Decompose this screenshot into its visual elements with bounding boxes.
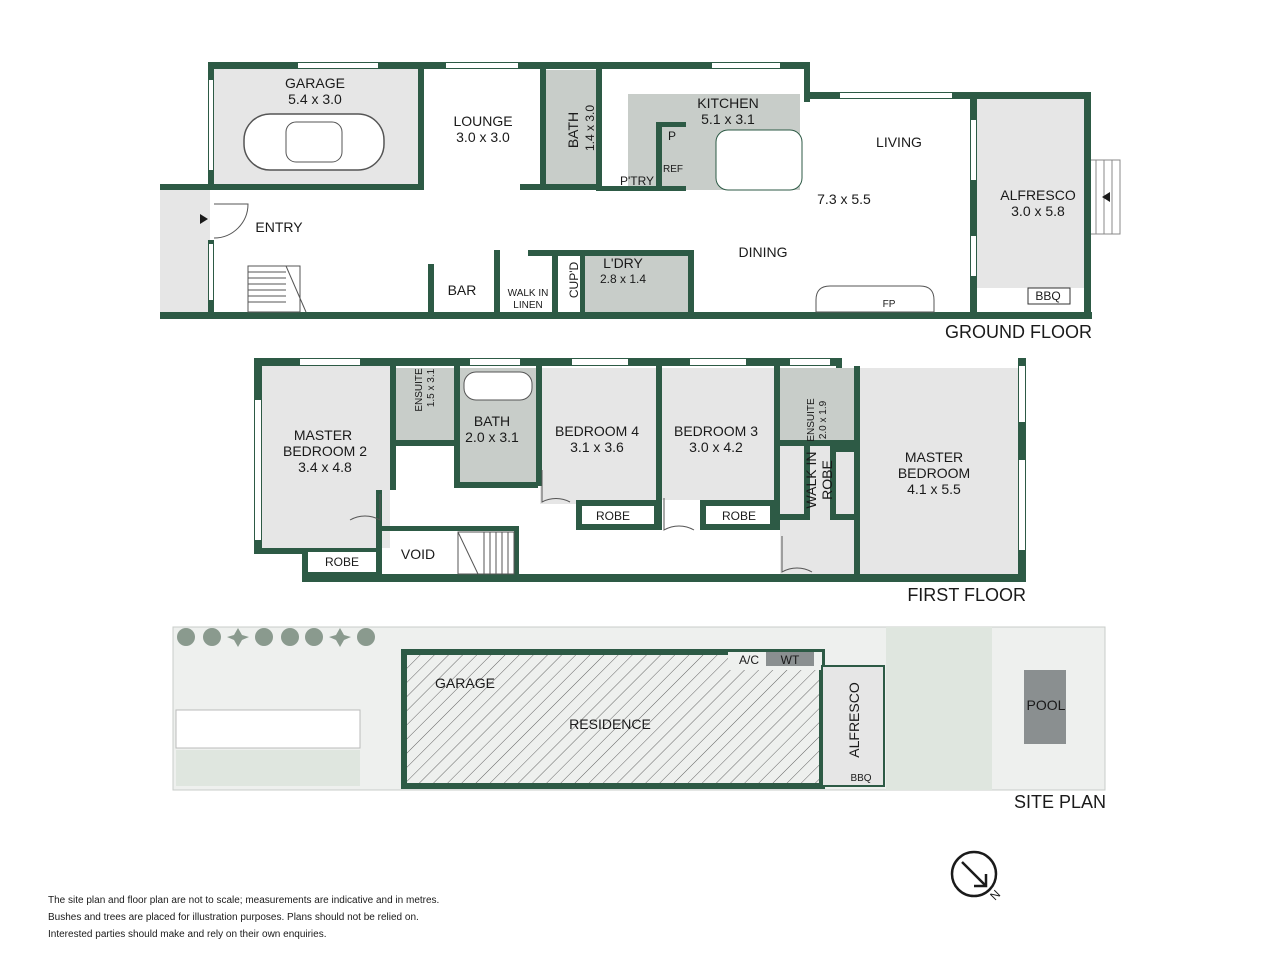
master-bedroom-2-label-2: BEDROOM 2 — [283, 443, 367, 459]
kitchen-island — [715, 129, 803, 191]
ensuite-1-size: 1.5 x 3.1 — [426, 368, 437, 407]
master-bedroom-2-room — [262, 364, 390, 548]
laundry-room — [582, 254, 688, 312]
tree-icons — [177, 628, 375, 647]
site-plan: GARAGE RESIDENCE A/C WT ALFRESCO BBQ POO… — [172, 626, 1106, 812]
bedroom-4-size: 3.1 x 3.6 — [570, 439, 624, 455]
bedroom-3-room — [662, 368, 774, 500]
alfresco-size: 3.0 x 5.8 — [1011, 203, 1065, 219]
cupboard-label: CUP'D — [567, 262, 581, 299]
car-icon — [243, 113, 385, 171]
lounge-label: LOUNGE — [453, 113, 512, 129]
master-bedroom-label-2: BEDROOM — [898, 465, 970, 481]
disclaimer-line: The site plan and floor plan are not to … — [48, 895, 440, 906]
first-bath-size: 2.0 x 3.1 — [465, 429, 519, 445]
compass-icon: N — [950, 850, 1003, 903]
living-label: LIVING — [876, 134, 922, 150]
entry-label: ENTRY — [255, 219, 303, 235]
kitchen-label: KITCHEN — [697, 95, 758, 111]
fireplace-label: FP — [883, 299, 896, 310]
robe-master-2-label: ROBE — [325, 555, 359, 569]
living-size: 7.3 x 5.5 — [817, 191, 871, 207]
entry-porch — [160, 186, 210, 316]
dining-label: DINING — [739, 244, 788, 260]
ground-floor-plan: GARAGE 5.4 x 3.0 LOUNGE 3.0 x 3.0 BATH 1… — [160, 62, 1121, 342]
alfresco-room — [976, 92, 1088, 288]
site-ac-label: A/C — [739, 653, 759, 667]
kitchen-size: 5.1 x 3.1 — [701, 111, 755, 127]
site-alfresco-label: ALFRESCO — [846, 682, 862, 758]
laundry-size: 2.8 x 1.4 — [600, 272, 646, 286]
bathtub-icon — [463, 371, 533, 401]
walk-in-linen-label-2: LINEN — [513, 300, 542, 311]
ensuite-2-size: 2.0 x 1.9 — [818, 400, 829, 439]
alfresco-arrow-icon — [1102, 192, 1110, 202]
fireplace — [815, 285, 935, 313]
ensuite-1-label: ENSUITE — [414, 368, 425, 412]
compass-north-label: N — [987, 887, 1003, 903]
bedroom-3-size: 3.0 x 4.2 — [689, 439, 743, 455]
bar-label: BAR — [448, 282, 477, 298]
ensuite-2-room — [780, 368, 854, 440]
disclaimer-line: Bushes and trees are placed for illustra… — [48, 912, 419, 923]
site-alfresco — [821, 665, 885, 787]
ensuite-1-room — [396, 368, 454, 440]
pantry-p-label: P — [668, 129, 676, 143]
site-garage-label: GARAGE — [435, 675, 495, 691]
bedroom-4-label: BEDROOM 4 — [555, 423, 639, 439]
master-bedroom-2-size: 3.4 x 4.8 — [298, 459, 352, 475]
garage-size: 5.4 x 3.0 — [288, 91, 342, 107]
site-wt-label: WT — [781, 653, 800, 667]
master-bedroom-room — [860, 368, 1020, 574]
ground-bath-label: BATH — [565, 112, 581, 148]
site-plan-title: SITE PLAN — [1014, 792, 1106, 812]
garage-label: GARAGE — [285, 75, 345, 91]
site-lawn — [886, 627, 992, 790]
water-tank — [766, 652, 814, 666]
alfresco-label: ALFRESCO — [1000, 187, 1076, 203]
bbq-box — [1027, 287, 1071, 305]
laundry-label: L'DRY — [603, 255, 643, 271]
first-stairs — [457, 531, 515, 575]
bedroom-3-label: BEDROOM 3 — [674, 423, 758, 439]
entry-door — [213, 203, 249, 239]
fridge-label: REF — [663, 164, 683, 175]
master-bedroom-label-1: MASTER — [905, 449, 963, 465]
walk-in-robe-label-2: ROBE — [819, 460, 835, 500]
walk-in-robe-label-1: WALK IN — [803, 451, 819, 508]
ground-floor-title: GROUND FLOOR — [945, 322, 1092, 342]
first-floor-title: FIRST FLOOR — [907, 585, 1026, 605]
site-residence-label: RESIDENCE — [569, 716, 651, 732]
disclaimer: The site plan and floor plan are not to … — [48, 892, 439, 943]
site-pool-label: POOL — [1027, 697, 1066, 713]
first-floor-plan: MASTER BEDROOM 2 3.4 x 4.8 ENSUITE 1.5 x… — [254, 358, 1026, 605]
lounge-size: 3.0 x 3.0 — [456, 129, 510, 145]
ground-bath-room — [544, 70, 598, 186]
void-label: VOID — [401, 546, 435, 562]
site-bbq-label: BBQ — [850, 773, 871, 784]
residence-footprint — [401, 649, 825, 789]
entry-arrow-icon — [200, 214, 208, 224]
pool — [1024, 670, 1066, 744]
bbq-label: BBQ — [1035, 289, 1060, 303]
walk-in-linen-label-1: WALK IN — [508, 288, 549, 299]
ground-stairs — [247, 265, 307, 313]
robe-bedroom-4-label: ROBE — [596, 509, 630, 523]
pantry-label: P'TRY — [620, 174, 654, 188]
ensuite-2-label: ENSUITE — [806, 398, 817, 442]
robe-bedroom-3-label: ROBE — [722, 509, 756, 523]
first-bath-label: BATH — [474, 413, 510, 429]
disclaimer-line: Interested parties should make and rely … — [48, 929, 327, 940]
bedroom-4-room — [540, 368, 656, 504]
ground-bath-size: 1.4 x 3.0 — [583, 105, 597, 151]
master-bedroom-2-label-1: MASTER — [294, 427, 352, 443]
master-bedroom-size: 4.1 x 5.5 — [907, 481, 961, 497]
